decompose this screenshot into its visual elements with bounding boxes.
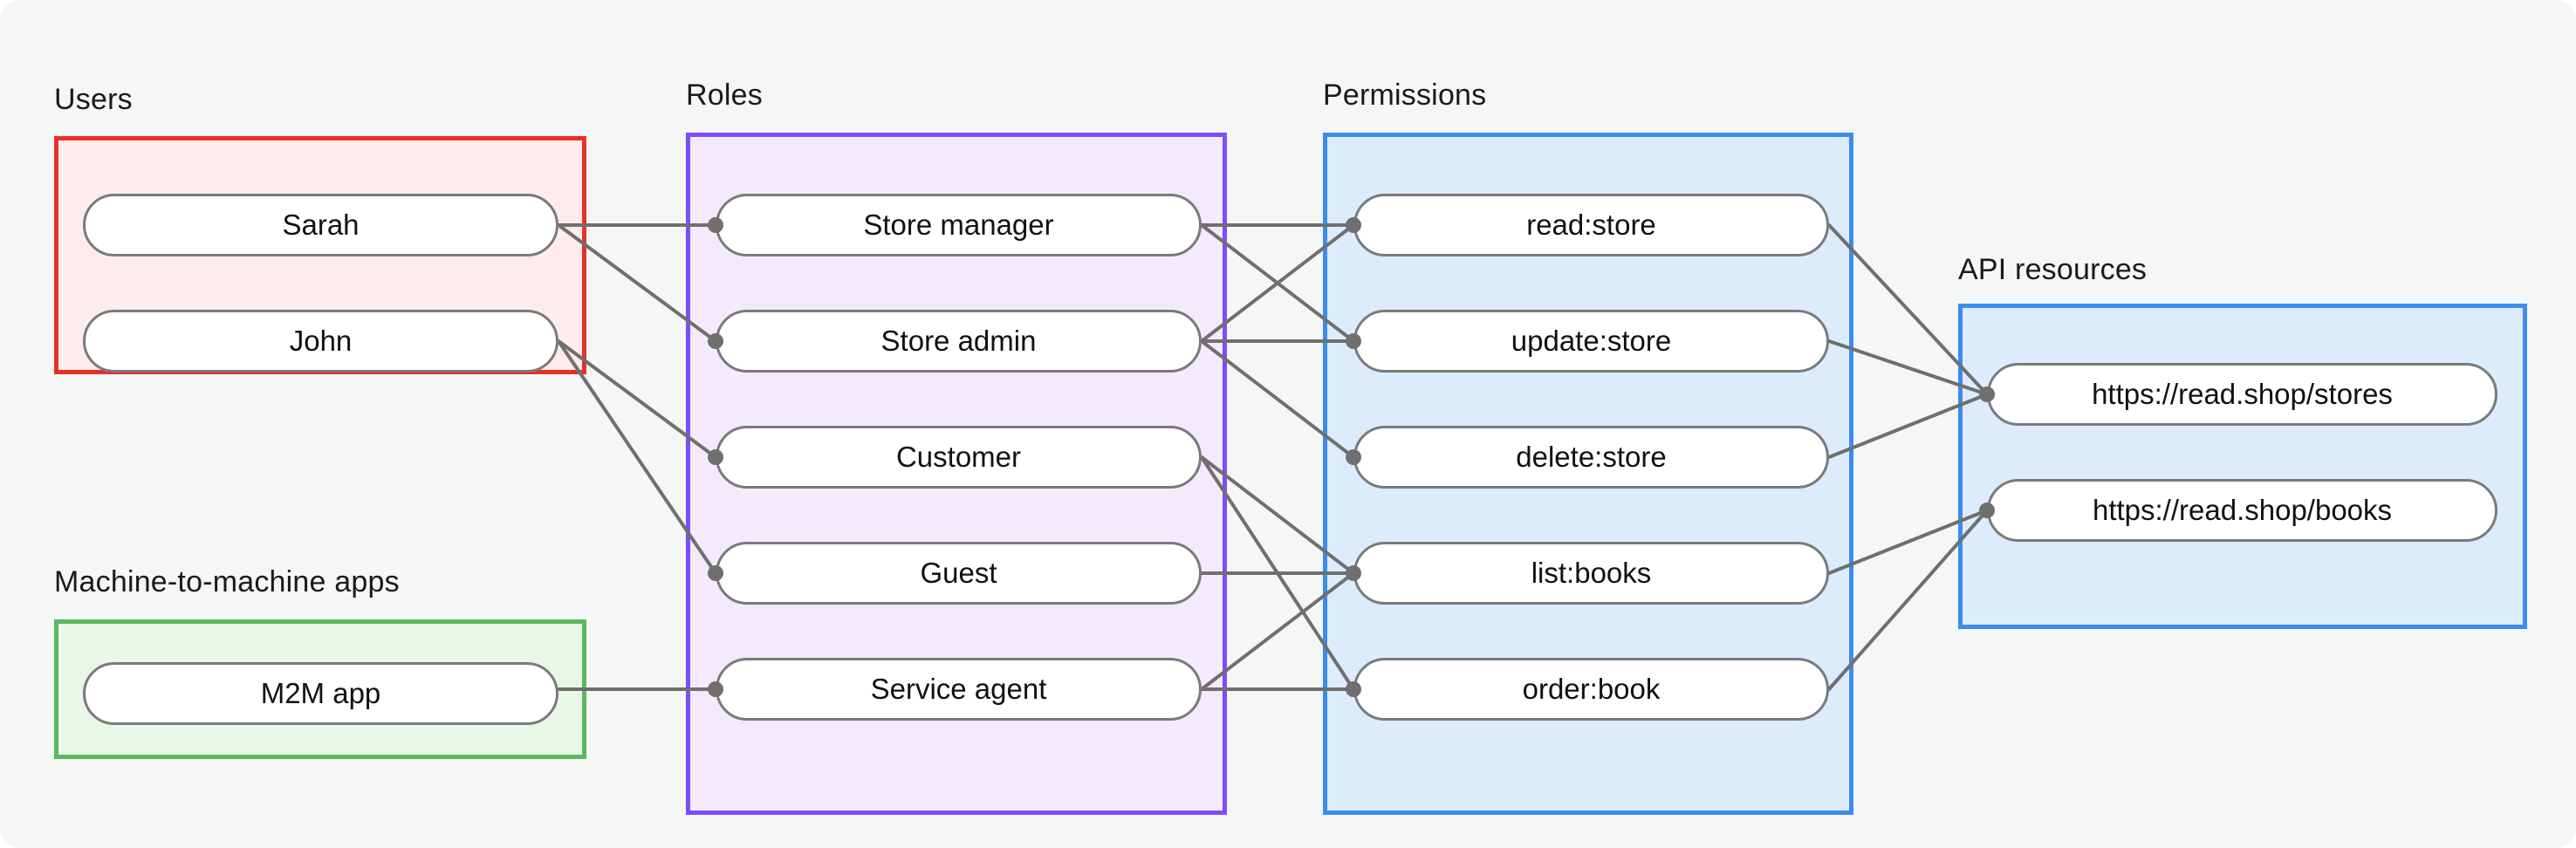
connection-port-customer [708,449,723,465]
group-label-api: API resources [1958,253,2148,286]
node-john[interactable]: John [83,310,558,373]
connection-port-store_admin [708,333,723,349]
connection-port-read_store [1346,217,1361,233]
connection-port-books_url [1979,503,1995,518]
group-label-roles: Roles [686,79,763,112]
node-sarah[interactable]: Sarah [83,194,558,256]
connection-port-delete_store [1346,449,1361,465]
connection-port-guest [708,565,723,581]
connection-port-stores_url [1979,386,1995,402]
node-delete_store[interactable]: delete:store [1353,426,1829,489]
node-stores_url[interactable]: https://read.shop/stores [1987,363,2497,426]
group-label-users: Users [54,83,133,116]
connection-port-list_books [1346,565,1361,581]
node-books_url[interactable]: https://read.shop/books [1987,479,2497,542]
group-label-m2m: Machine-to-machine apps [54,565,400,598]
connection-port-service_agent [708,681,723,697]
group-label-permissions: Permissions [1323,79,1487,112]
node-customer[interactable]: Customer [716,426,1202,489]
node-list_books[interactable]: list:books [1353,542,1829,605]
connection-port-order_book [1346,681,1361,697]
connection-port-update_store [1346,333,1361,349]
node-service_agent[interactable]: Service agent [716,658,1202,721]
node-m2m_app[interactable]: M2M app [83,662,558,725]
node-order_book[interactable]: order:book [1353,658,1829,721]
node-read_store[interactable]: read:store [1353,194,1829,256]
node-store_manager[interactable]: Store manager [716,194,1202,256]
node-store_admin[interactable]: Store admin [716,310,1202,373]
connection-port-store_manager [708,217,723,233]
node-guest[interactable]: Guest [716,542,1202,605]
group-box-api [1958,304,2527,629]
node-update_store[interactable]: update:store [1353,310,1829,373]
